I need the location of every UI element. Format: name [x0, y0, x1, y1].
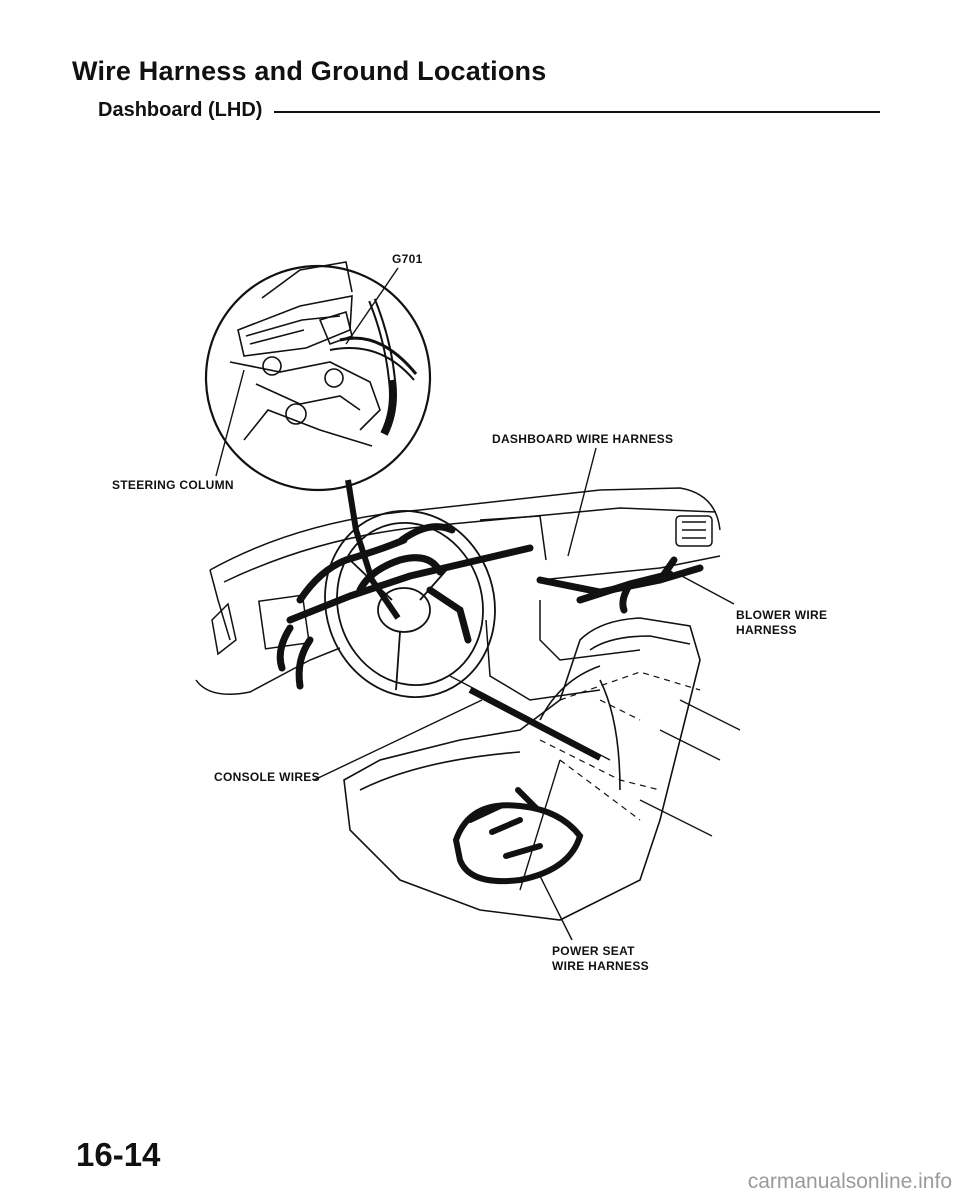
power-seat-leader — [539, 875, 573, 941]
dashboard-harness-leader — [567, 447, 597, 557]
leader-lines — [215, 267, 735, 941]
watermark: carmanualsonline.info — [747, 1170, 952, 1193]
section-subtitle: Dashboard (LHD) — [98, 98, 263, 121]
console-harness — [468, 687, 602, 761]
page-title: Wire Harness and Ground Locations — [72, 56, 547, 86]
seat-dashed-lines — [539, 671, 701, 821]
section-rule — [274, 111, 880, 113]
detail-view — [204, 261, 432, 492]
dashboard-harness — [276, 523, 704, 690]
label-power-seat-line2: WIRE HARNESS — [552, 959, 649, 973]
page-number: 16-14 — [76, 1136, 161, 1173]
console-wires-leader — [313, 699, 483, 781]
dashboard-outline — [195, 487, 721, 701]
seat-internal-leader — [519, 759, 561, 891]
g701-leader — [345, 267, 399, 345]
label-dashboard-wire-harness: DASHBOARD WIRE HARNESS — [492, 432, 674, 446]
label-power-seat-wire-harness: POWER SEAT WIRE HARNESS — [552, 944, 649, 974]
label-console-wires: CONSOLE WIRES — [214, 770, 320, 784]
label-blower-wire-harness: BLOWER WIRE HARNESS — [736, 608, 827, 638]
label-blower-line2: HARNESS — [736, 623, 797, 637]
steering-column-leader — [215, 369, 245, 477]
detail-circle — [204, 264, 432, 492]
blower-harness-leader — [677, 573, 735, 605]
power-seat-harness — [452, 787, 584, 885]
label-g701: G701 — [392, 252, 423, 266]
section-header: Dashboard (LHD) — [98, 96, 880, 124]
label-blower-line1: BLOWER WIRE — [736, 608, 828, 622]
label-power-seat-line1: POWER SEAT — [552, 944, 635, 958]
front-seat — [343, 617, 701, 921]
label-steering-column: STEERING COLUMN — [112, 478, 234, 492]
